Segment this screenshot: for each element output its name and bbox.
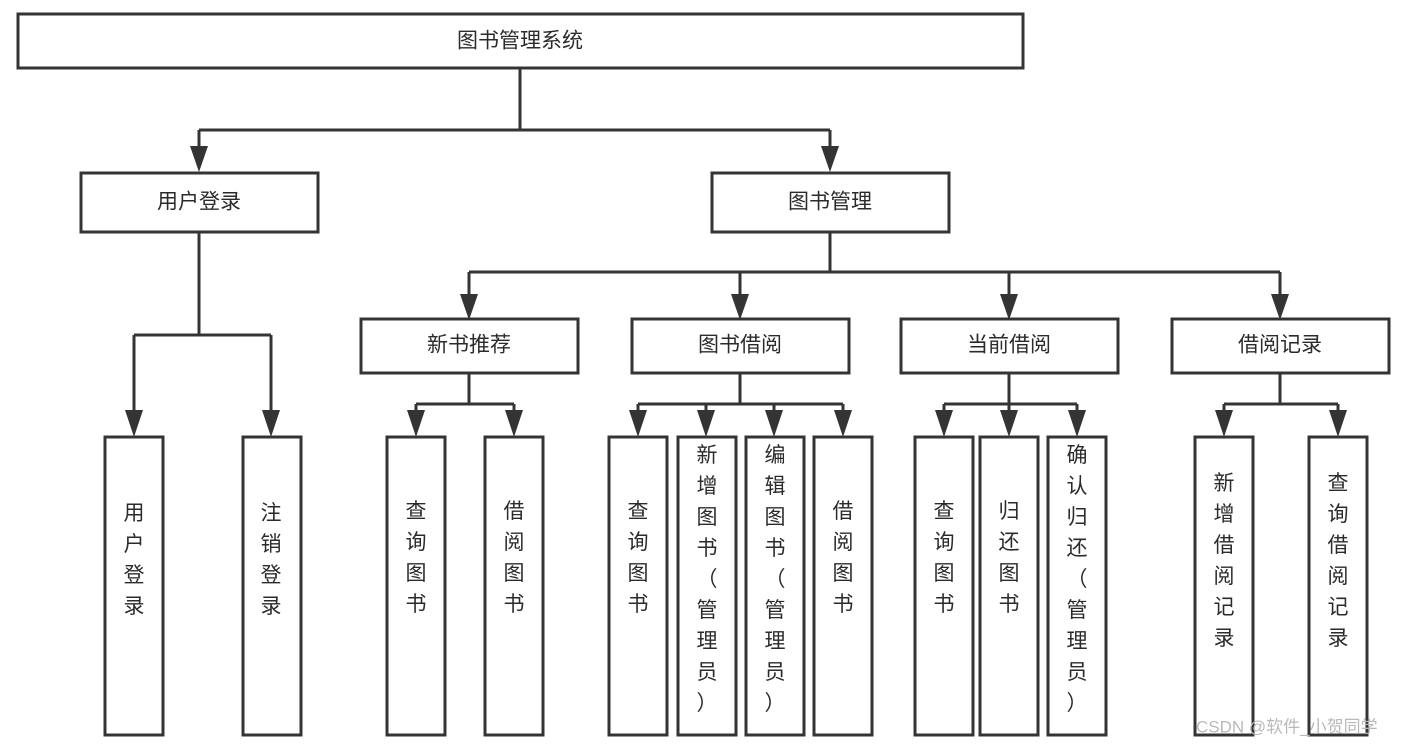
node-root-label: 图书管理系统 [457, 30, 583, 53]
leaf-user-login-0-box[interactable] [103, 435, 165, 737]
leaf-user-login-1-box[interactable] [241, 435, 303, 737]
node-borrow-record-label: 借阅记录 [1238, 334, 1322, 357]
arrow-head-book-mgmt [821, 146, 839, 172]
leaf-book-borrow-0[interactable]: 查询图书 [607, 435, 669, 737]
leaf-book-borrow-1-label: 新增图书（管理员） [697, 444, 718, 715]
node-user-login-box[interactable] [79, 171, 320, 234]
leaf-current-borrow-1[interactable]: 归还图书 [978, 435, 1040, 737]
leaf-book-borrow-1[interactable]: 新增图书（管理员） [676, 435, 738, 737]
leaf-borrow-record-0[interactable]: 新增借阅记录 [1193, 435, 1255, 737]
leaf-new-book-rec-0-label: 查询图书 [406, 500, 427, 616]
leaf-user-login-1-label: 注销登录 [261, 502, 282, 618]
arrow-head-leaf-book-borrow-2 [765, 410, 783, 437]
node-current-borrow[interactable]: 当前借阅 [899, 317, 1120, 375]
node-new-book-rec-label: 新书推荐 [427, 334, 511, 357]
leaf-new-book-rec-0[interactable]: 查询图书 [385, 435, 447, 737]
arrow-head-book-borrow [731, 294, 749, 320]
arrow-head-new-book-rec [460, 294, 478, 320]
leaf-current-borrow-0-label: 查询图书 [934, 500, 955, 616]
arrow-head-leaf-book-borrow-0 [629, 410, 647, 437]
leaf-user-login-0-label: 用户登录 [124, 502, 145, 618]
node-book-borrow-box[interactable] [630, 317, 851, 375]
leaf-borrow-record-1-label: 查询借阅记录 [1328, 472, 1349, 650]
arrow-head-leaf-current-borrow-0 [935, 410, 953, 437]
node-user-login[interactable]: 用户登录 [79, 171, 320, 234]
leaf-current-borrow-2-box[interactable] [1046, 435, 1108, 737]
node-current-borrow-box[interactable] [899, 317, 1120, 375]
leaf-current-borrow-2-label: 确认归还（管理员） [1067, 444, 1088, 715]
leaf-new-book-rec-1-label: 借阅图书 [504, 500, 525, 616]
node-current-borrow-label: 当前借阅 [967, 334, 1051, 357]
arrow-head-leaf-book-borrow-3 [834, 410, 852, 437]
arrow-head-leaf-current-borrow-1 [1000, 410, 1018, 437]
leaf-borrow-record-0-box[interactable] [1193, 435, 1255, 737]
arrow-head-borrow-record [1271, 294, 1289, 320]
leaf-current-borrow-0-box[interactable] [913, 435, 975, 737]
node-user-login-label: 用户登录 [157, 191, 241, 214]
arrow-head-current-borrow [1000, 294, 1018, 320]
arrow-head-user-login [190, 146, 208, 172]
leaf-book-borrow-3-box[interactable] [812, 435, 874, 737]
node-book-mgmt[interactable]: 图书管理 [710, 171, 951, 234]
node-root-box[interactable] [16, 12, 1025, 70]
node-new-book-rec-box[interactable] [359, 317, 580, 375]
arrow-head-leaf-new-book-rec-0 [407, 410, 425, 437]
csdn-watermark: CSDN @软件_小贺同学 [1196, 717, 1378, 736]
leaf-user-login-0[interactable]: 用户登录 [103, 435, 165, 737]
arrow-head-leaf-user-login-1 [262, 410, 280, 437]
leaf-current-borrow-1-label: 归还图书 [999, 500, 1020, 616]
leaf-new-book-rec-0-box[interactable] [385, 435, 447, 737]
leaf-new-book-rec-1[interactable]: 借阅图书 [483, 435, 545, 737]
node-new-book-rec[interactable]: 新书推荐 [359, 317, 580, 375]
leaf-borrow-record-1-box[interactable] [1307, 435, 1369, 737]
arrow-head-leaf-borrow-record-1 [1329, 410, 1347, 437]
leaf-book-borrow-0-label: 查询图书 [628, 500, 649, 616]
arrow-head-leaf-new-book-rec-1 [505, 410, 523, 437]
node-root[interactable]: 图书管理系统 [16, 12, 1025, 70]
leaf-book-borrow-1-box[interactable] [676, 435, 738, 737]
leaf-book-borrow-0-box[interactable] [607, 435, 669, 737]
node-book-borrow-label: 图书借阅 [698, 334, 782, 357]
arrow-head-leaf-book-borrow-1 [697, 410, 715, 437]
leaf-book-borrow-3[interactable]: 借阅图书 [812, 435, 874, 737]
node-borrow-record[interactable]: 借阅记录 [1170, 317, 1391, 375]
leaf-user-login-1[interactable]: 注销登录 [241, 435, 303, 737]
arrow-head-leaf-current-borrow-2 [1068, 410, 1086, 437]
leaf-book-borrow-2-label: 编辑图书（管理员） [765, 444, 786, 715]
leaf-current-borrow-0[interactable]: 查询图书 [913, 435, 975, 737]
connector-layer [125, 68, 1347, 437]
node-book-mgmt-label: 图书管理 [788, 191, 872, 214]
leaf-borrow-record-0-label: 新增借阅记录 [1214, 472, 1235, 650]
leaf-borrow-record-1[interactable]: 查询借阅记录 [1307, 435, 1369, 737]
leaf-book-borrow-2-box[interactable] [744, 435, 806, 737]
arrow-head-leaf-user-login-0 [125, 410, 143, 437]
leaf-current-borrow-2[interactable]: 确认归还（管理员） [1046, 435, 1108, 737]
node-borrow-record-box[interactable] [1170, 317, 1391, 375]
leaf-book-borrow-2[interactable]: 编辑图书（管理员） [744, 435, 806, 737]
leaf-current-borrow-1-box[interactable] [978, 435, 1040, 737]
leaf-new-book-rec-1-box[interactable] [483, 435, 545, 737]
arrow-head-leaf-borrow-record-0 [1215, 410, 1233, 437]
leaf-book-borrow-3-label: 借阅图书 [833, 500, 854, 616]
node-book-borrow[interactable]: 图书借阅 [630, 317, 851, 375]
node-book-mgmt-box[interactable] [710, 171, 951, 234]
